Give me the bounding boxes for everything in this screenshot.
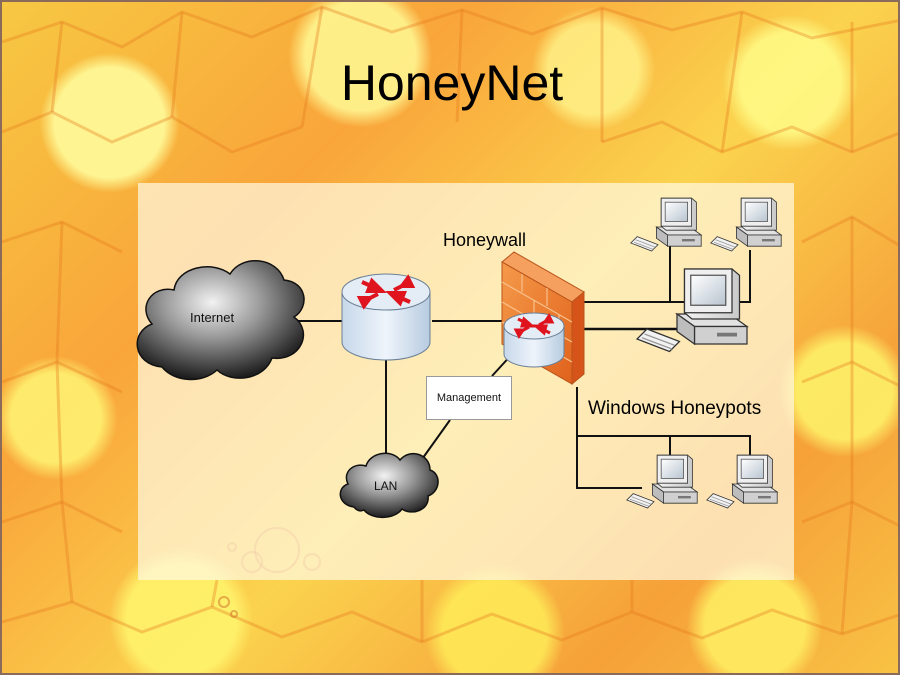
lan-label: LAN	[374, 479, 398, 493]
connection-lines	[292, 238, 751, 489]
slide-title: HoneyNet	[340, 55, 564, 111]
lan-cloud-icon	[339, 452, 439, 519]
computer-icon	[706, 454, 779, 509]
honeywall-router-icon	[503, 312, 565, 368]
computer-icon	[626, 454, 699, 509]
internet-label: Internet	[190, 310, 235, 325]
management-label: Management	[436, 392, 502, 404]
windows-honeypots-label: Windows Honeypots	[588, 398, 762, 419]
internet-cloud-icon	[136, 260, 305, 381]
computer-icon	[635, 268, 749, 353]
router-icon	[341, 273, 431, 361]
honeywall-label: Honeywall	[443, 230, 527, 250]
computer-icon	[630, 197, 703, 252]
computer-icon	[710, 197, 783, 252]
management-box: Management	[426, 376, 512, 420]
